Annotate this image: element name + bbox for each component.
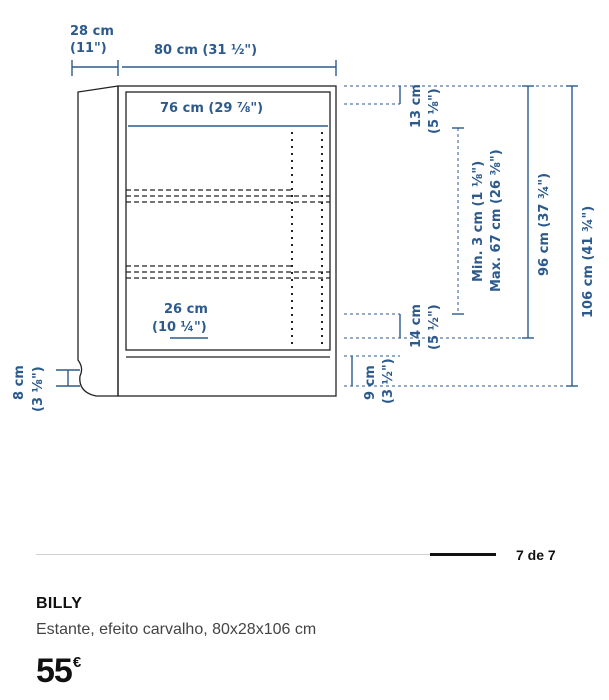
price-value: 55 bbox=[36, 652, 73, 690]
depth-dimension: 28 cm (11") bbox=[70, 24, 119, 76]
total-height-label: 106 cm (41 ¾") bbox=[581, 206, 596, 318]
shelf-min-label: Min. 3 cm (1 ⅛") bbox=[471, 161, 486, 282]
inner-width-label: 76 cm (29 ⅞") bbox=[160, 101, 263, 116]
bottom-gap-cm-label: 14 cm bbox=[409, 304, 424, 348]
base-cm-label: 8 cm bbox=[12, 365, 27, 400]
gallery-counter: 7 de 7 bbox=[516, 547, 556, 563]
shelf-max-label: Max. 67 cm (26 ⅜") bbox=[489, 149, 504, 292]
bottom-gap-in-label: (5 ½") bbox=[427, 304, 442, 350]
gallery-progress-track bbox=[36, 554, 496, 555]
shelf-depth-in-label: (10 ¼") bbox=[152, 320, 207, 335]
shelf-depth-cm-label: 26 cm bbox=[164, 302, 208, 317]
price-currency: € bbox=[72, 654, 82, 671]
base-height-dimension: 8 cm (3 ⅛") bbox=[12, 365, 80, 412]
product-price: 55€ bbox=[36, 652, 81, 691]
shelf-depth-dimension: 26 cm (10 ¼") bbox=[152, 302, 208, 339]
depth-cm-label: 28 cm bbox=[70, 24, 114, 39]
base-in-label: (3 ⅛") bbox=[31, 366, 46, 412]
plinth-in-label: (3 ½") bbox=[381, 358, 396, 404]
top-gap-in-label: (5 ⅛") bbox=[427, 88, 442, 134]
right-dimensions: 13 cm (5 ⅛") Min. 3 cm (1 ⅛") Max. 67 cm… bbox=[344, 84, 596, 404]
outer-width-dimension: 80 cm (31 ½") bbox=[122, 43, 337, 76]
product-dimension-diagram[interactable]: 28 cm (11") 80 cm (31 ½") 76 cm (29 ⅞") … bbox=[0, 0, 609, 470]
gallery-progress-indicator bbox=[430, 553, 496, 556]
product-description: Estante, efeito carvalho, 80x28x106 cm bbox=[36, 621, 317, 638]
depth-in-label: (11") bbox=[70, 41, 107, 56]
product-name: BILLY bbox=[36, 595, 83, 612]
plinth-cm-label: 9 cm bbox=[363, 365, 378, 400]
bookcase-drawing bbox=[77, 85, 337, 397]
inner-width-dimension: 76 cm (29 ⅞") bbox=[128, 101, 328, 127]
gallery-progress-bar[interactable] bbox=[36, 548, 496, 560]
outer-width-label: 80 cm (31 ½") bbox=[154, 43, 257, 58]
top-gap-cm-label: 13 cm bbox=[409, 84, 424, 128]
inner-height-label: 96 cm (37 ¾") bbox=[537, 173, 552, 276]
